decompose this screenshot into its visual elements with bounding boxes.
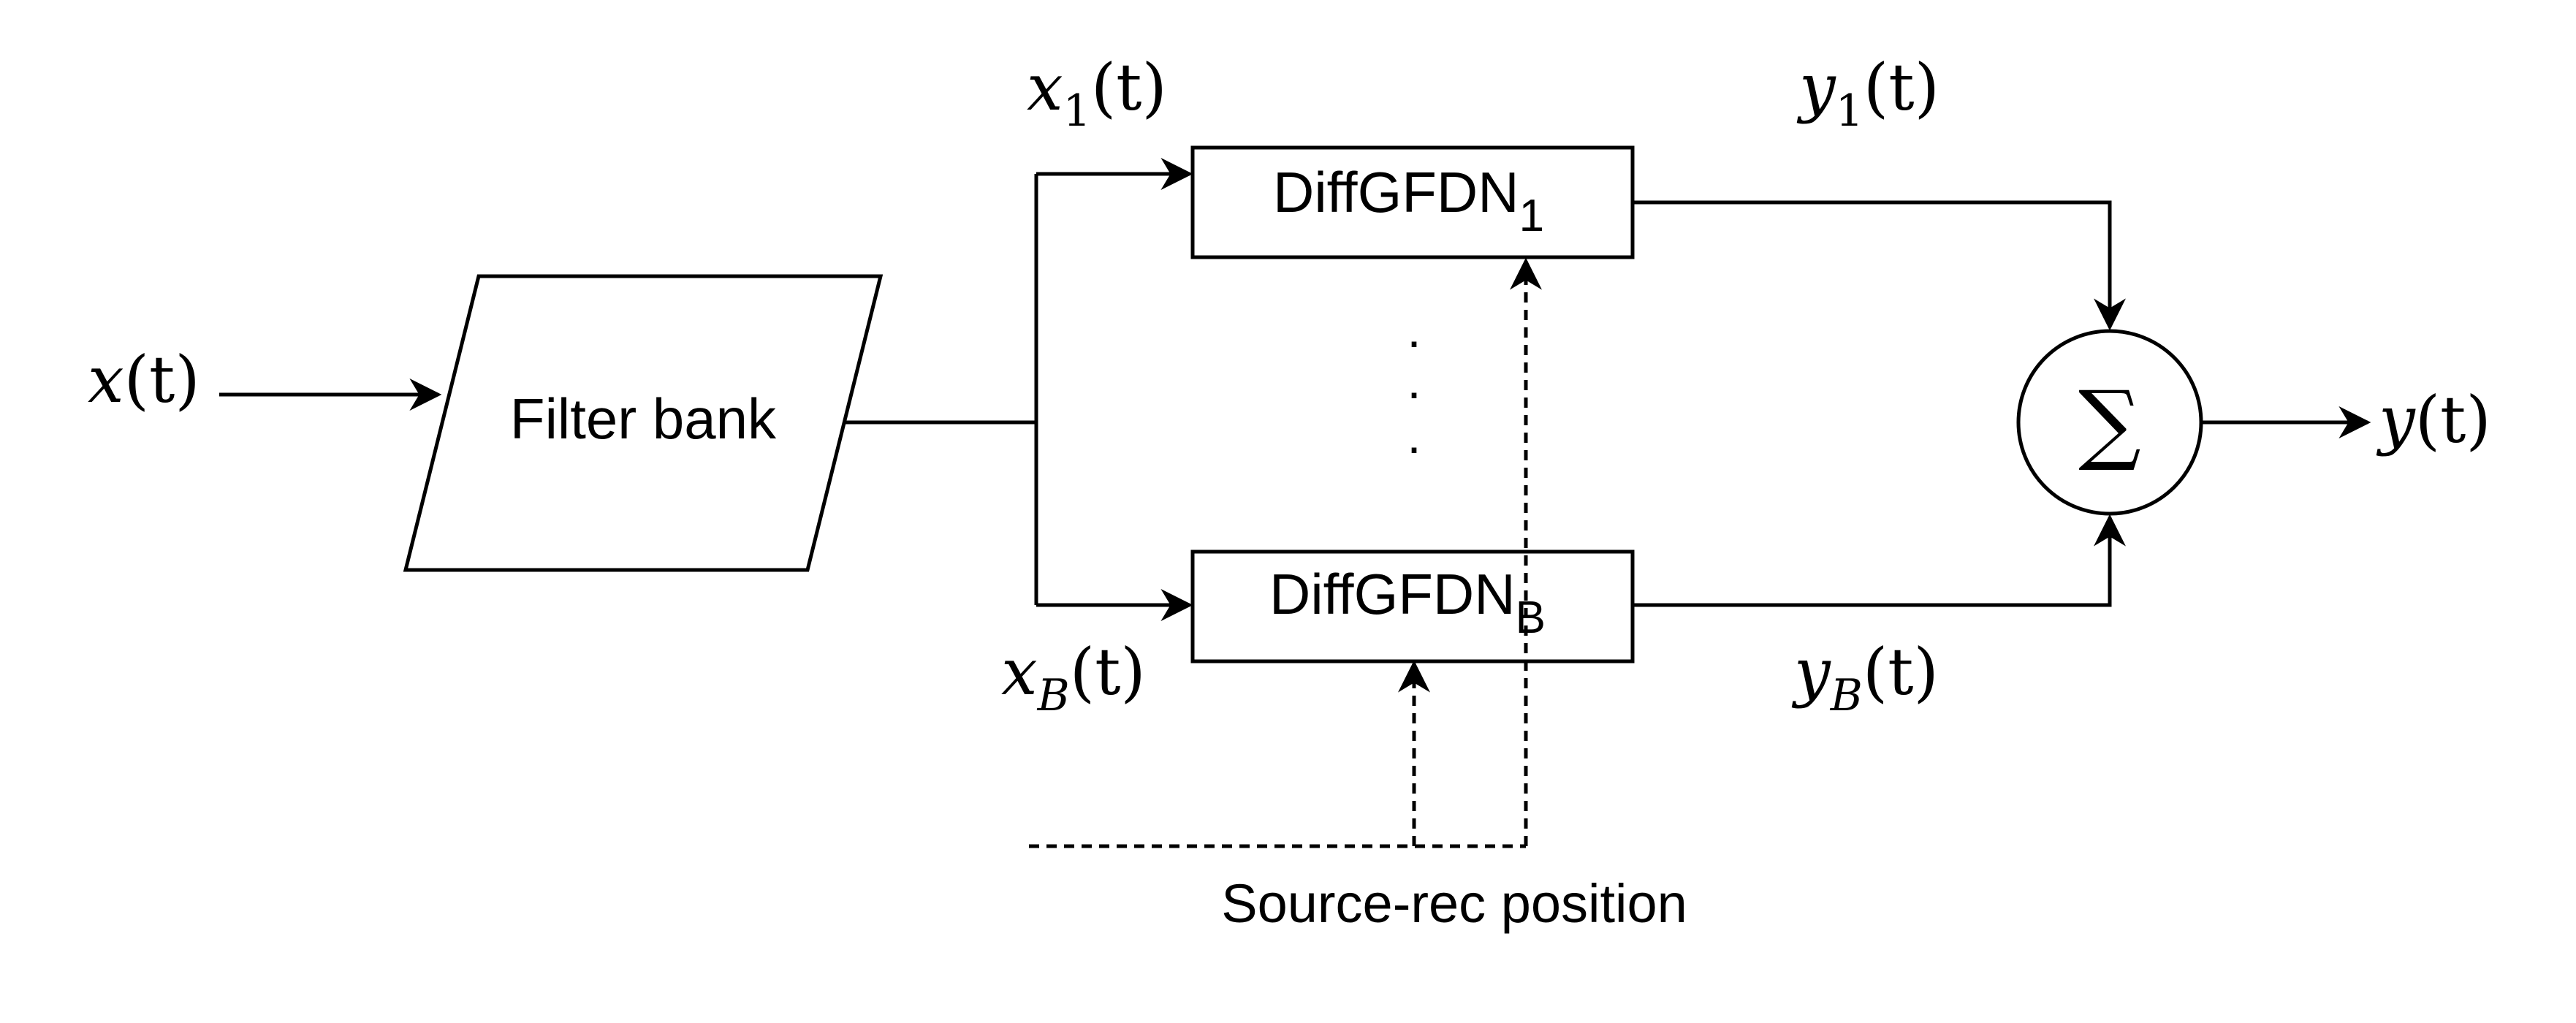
branch-top-input-label: x1(t) [1027,50,1167,137]
bottom-output-line [1633,514,2126,607]
branch-bottom-output-label: yB(t) [1791,634,1939,721]
svg-text:·: · [1405,363,1422,420]
diffgfdn-bottom-label: DiffGFDNB [1269,562,1546,643]
filter-bank-block [403,274,884,572]
source-rec-position-label: Source-rec position [1221,873,1687,934]
svg-text:·: · [1405,312,1422,369]
input-signal-label: x(t) [88,342,200,417]
output-signal-label: y(t) [2376,382,2491,457]
branch-bottom-input-label: xB(t) [1001,634,1146,721]
top-output-line [1633,200,2126,331]
branch-top-output-label: y1(t) [1796,50,1939,137]
summation-symbol: ∑ [2078,373,2141,474]
svg-text:·: · [1405,418,1422,475]
branch-ellipsis: · · · [1405,312,1422,475]
diffgfdn-top-label: DiffGFDN1 [1273,160,1544,241]
filter-bank-label: Filter bank [510,387,777,451]
